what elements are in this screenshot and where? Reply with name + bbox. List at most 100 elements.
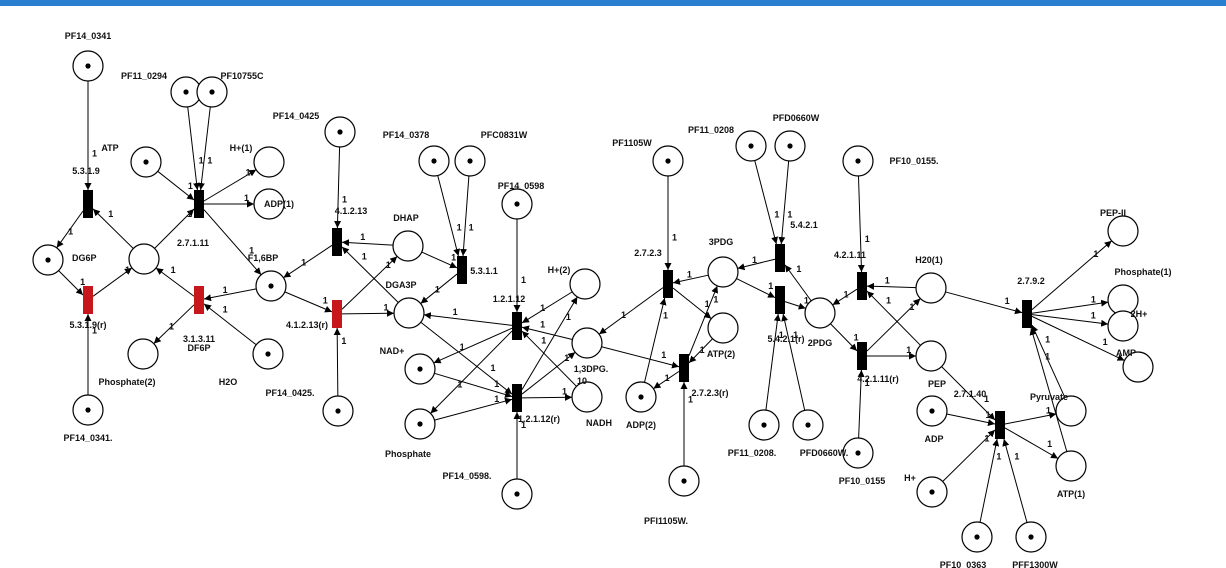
- arc-weight: 1: [383, 302, 388, 312]
- transition-t41213r[interactable]: [332, 300, 342, 328]
- place-dga3p[interactable]: [393, 297, 425, 329]
- transition-label: 2.7.2.3: [634, 248, 662, 258]
- place-pdg2[interactable]: [804, 297, 836, 329]
- arc-T12112r-BPG13: [521, 351, 576, 395]
- place-label: PF11_0208: [688, 125, 734, 135]
- arc-T12112-DGA3P: [423, 312, 513, 326]
- transition-t5311[interactable]: [457, 256, 467, 284]
- arc-PDG2-T42111r: [830, 323, 858, 352]
- place-h2o1[interactable]: [915, 272, 947, 304]
- transition-t27140[interactable]: [995, 411, 1005, 439]
- arc-weight: 1: [323, 295, 328, 305]
- place-atp1[interactable]: [1055, 450, 1087, 482]
- place-adp1[interactable]: [253, 188, 285, 220]
- transition-label: 5.4.2.1(r): [767, 334, 804, 344]
- transition-t27111[interactable]: [194, 190, 204, 218]
- transition-t5319[interactable]: [83, 190, 93, 218]
- place-label: DG6P: [72, 253, 97, 263]
- place-atp2[interactable]: [707, 312, 739, 344]
- token-dot: [268, 283, 274, 289]
- arc-weight: 1: [541, 336, 546, 346]
- arc-Phosphate-T12112r: [434, 397, 513, 421]
- place-amp[interactable]: [1122, 351, 1154, 383]
- place-phosphate2[interactable]: [127, 338, 159, 370]
- place-label: PFD0660W.: [800, 448, 849, 458]
- arc-weight: 1: [108, 209, 113, 219]
- transition-t42111r[interactable]: [857, 342, 867, 370]
- token-dot: [265, 351, 271, 357]
- place-label: Phosphate(1): [1114, 267, 1171, 277]
- arc-weight: 1: [793, 330, 798, 340]
- transition-t5319r[interactable]: [83, 286, 93, 314]
- arc-PF14_0425b-T41213r: [333, 327, 341, 397]
- place-h1[interactable]: [253, 146, 285, 178]
- arc-weight: 1: [521, 275, 526, 285]
- place-h2plus[interactable]: [1107, 310, 1139, 342]
- token-dot: [665, 158, 671, 164]
- place-label: ADP(1): [264, 199, 294, 209]
- arc-PDG3-T2723: [672, 274, 709, 285]
- arc-T5319r-F6P: [92, 267, 133, 297]
- arc-weight: 1: [68, 226, 73, 236]
- transition-t41213[interactable]: [332, 228, 342, 256]
- place-f6p[interactable]: [128, 243, 160, 275]
- place-label: PF10755C: [220, 71, 264, 81]
- place-h2[interactable]: [569, 268, 601, 300]
- arc-weight: 1: [171, 265, 176, 275]
- token-dot: [748, 143, 754, 149]
- arc-PF11_0208-T5421: [754, 160, 779, 245]
- arc-Pyruvate-T2792: [1031, 324, 1066, 398]
- place-pepii[interactable]: [1107, 215, 1139, 247]
- arc-T2723-BPG13: [598, 287, 664, 335]
- arc-T41213r-DHAP: [341, 256, 398, 310]
- arc-DGA3P-T12112r: [420, 321, 513, 395]
- arc-T12112-Phosphate: [430, 330, 513, 414]
- transition-t2723r[interactable]: [679, 354, 689, 382]
- arc-weight: 1: [661, 350, 666, 360]
- arc-H2-T12112: [521, 291, 573, 324]
- arc-T41213r-DGA3P: [341, 309, 395, 317]
- token-dot: [929, 489, 935, 495]
- transition-t12112[interactable]: [512, 312, 522, 340]
- arc-T41213-F16BP: [283, 244, 333, 279]
- arc-weight: 1: [774, 210, 779, 220]
- place-label: NAD+: [380, 346, 405, 356]
- place-pyruvate[interactable]: [1055, 395, 1087, 427]
- arc-weight: 1: [566, 312, 571, 322]
- token-dot: [514, 201, 520, 207]
- place-dhap[interactable]: [392, 230, 424, 262]
- arc-weight: 1: [700, 345, 705, 355]
- transition-t2723[interactable]: [663, 270, 673, 298]
- transition-t42111[interactable]: [857, 272, 867, 300]
- arc-PDG2-T5421: [784, 264, 812, 302]
- transition-t12112r[interactable]: [512, 384, 522, 412]
- arc-weight: 1: [909, 302, 914, 312]
- arc-weight: 1: [187, 209, 192, 219]
- arc-weight: 1: [80, 277, 85, 287]
- arc-F16BP-T41213r: [284, 291, 333, 313]
- transition-t5421[interactable]: [775, 244, 785, 272]
- transition-t5421r[interactable]: [775, 286, 785, 314]
- place-label: H2O: [219, 377, 238, 387]
- arc-weight: 1: [885, 276, 890, 286]
- place-label: AMP: [1116, 348, 1136, 358]
- arc-weight: 1: [494, 379, 499, 389]
- token-dot: [417, 421, 423, 427]
- place-pdg3[interactable]: [707, 256, 739, 288]
- place-bpg13[interactable]: [571, 327, 603, 359]
- place-pep[interactable]: [915, 340, 947, 372]
- token-dot: [335, 408, 341, 414]
- transition-t31311[interactable]: [194, 286, 204, 314]
- arc-weight: 1: [843, 289, 848, 299]
- arc-weight: 1: [249, 246, 254, 256]
- place-nadh[interactable]: [571, 381, 603, 413]
- transition-t2792[interactable]: [1022, 300, 1032, 328]
- token-dot: [855, 450, 861, 456]
- place-label: PEP-II: [1100, 208, 1126, 218]
- place-label: PFF1300W: [1012, 560, 1058, 568]
- transition-label: 5.3.1.1: [470, 266, 498, 276]
- arc-ATP1-T2792: [1029, 327, 1068, 452]
- place-label: PF14_0425.: [265, 388, 314, 398]
- token-dot: [143, 159, 149, 165]
- arc-weight: 1: [996, 451, 1001, 461]
